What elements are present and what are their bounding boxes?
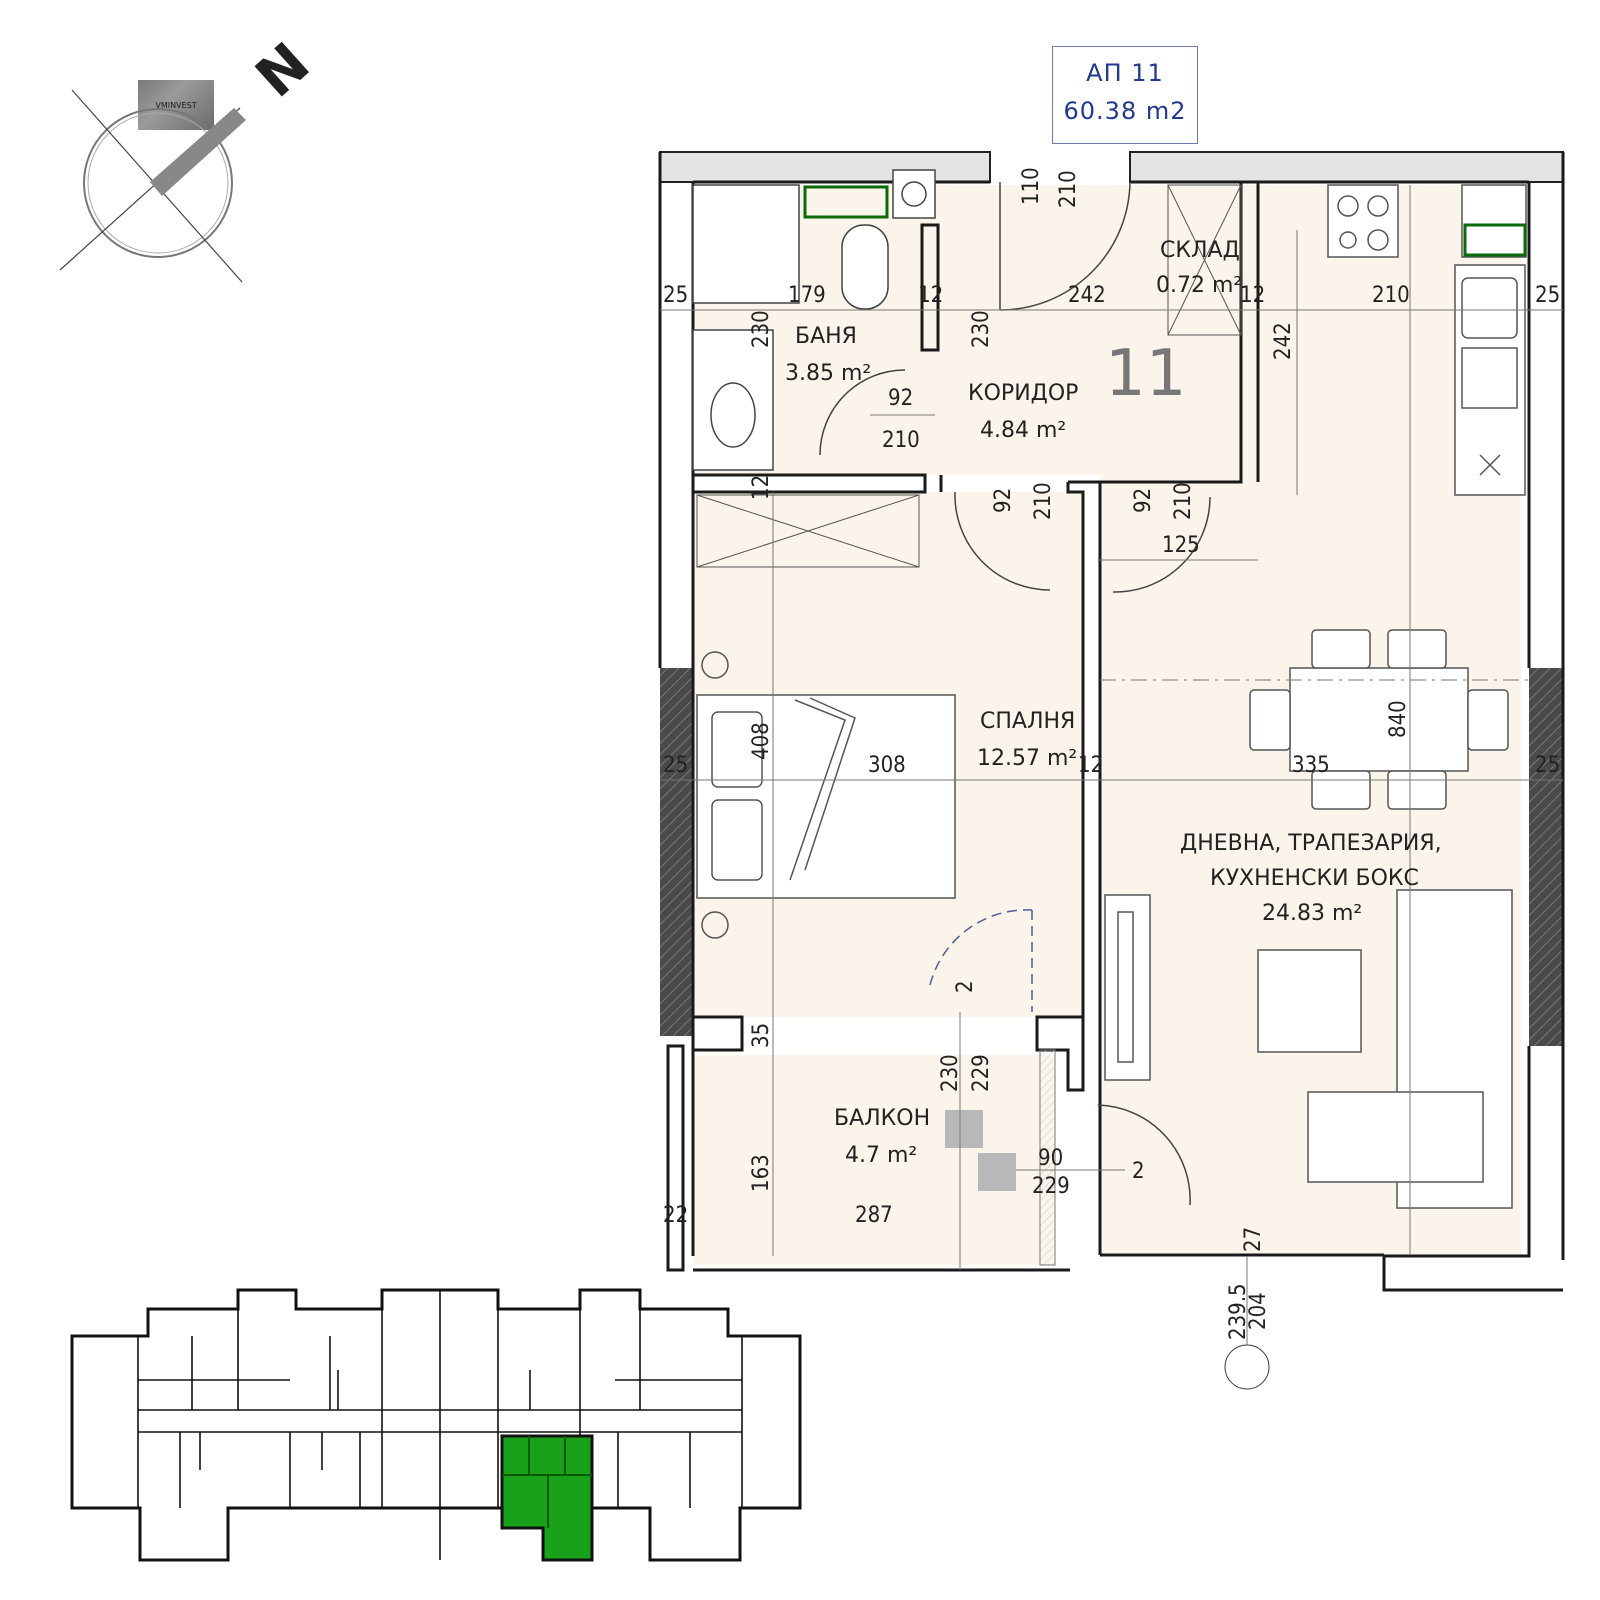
logo-text: VMINVEST <box>155 100 197 110</box>
dim-230-bath: 230 <box>749 310 774 348</box>
apartment-title-box: АП 11 60.38 m2 <box>1052 46 1198 144</box>
exterior-walls-hatched <box>659 151 1564 1046</box>
living-area: 24.83 m² <box>1262 901 1362 926</box>
corridor-name: КОРИДОР <box>968 381 1078 406</box>
walls <box>658 152 1565 1292</box>
dim-92-bath: 92 <box>888 386 913 411</box>
dim-210-kitchen: 210 <box>1372 283 1410 308</box>
unit-number: 11 <box>1105 337 1186 411</box>
dim-840: 840 <box>1386 700 1411 738</box>
north-letter: N <box>244 31 322 111</box>
dim-229-b: 229 <box>1032 1174 1070 1199</box>
sofa-and-tv <box>1104 889 1513 1209</box>
dim-239-5: 239.5 <box>1226 1283 1251 1340</box>
dim-242-v: 242 <box>1271 322 1296 360</box>
dim-308: 308 <box>868 753 906 778</box>
storage-area: 0.72 m² <box>1156 273 1242 298</box>
storage-name: СКЛАД <box>1160 238 1240 263</box>
dim-2-a: 2 <box>953 980 978 993</box>
wardrobe <box>696 494 920 568</box>
dimension-labels: 110 210 25 179 12 242 12 210 25 230 230 … <box>663 167 1560 1340</box>
dim-179: 179 <box>788 283 826 308</box>
vminvest-logo: VMINVEST <box>138 80 214 130</box>
balcony-elements <box>945 1049 1056 1266</box>
dim-25-a: 25 <box>663 283 688 308</box>
dim-204: 204 <box>1246 1292 1271 1330</box>
dim-210-liv: 210 <box>1171 482 1196 520</box>
living-name-line1: ДНЕВНА, ТРАПЕЗАРИЯ, <box>1180 831 1442 856</box>
living-name-line2: КУХНЕНСКИ БОКС <box>1210 866 1419 891</box>
dim-230-bal: 230 <box>938 1054 963 1092</box>
dim-12-a: 12 <box>918 283 943 308</box>
balcony-name: БАЛКОН <box>834 1106 930 1131</box>
dim-335: 335 <box>1292 753 1330 778</box>
dimension-lines <box>660 185 1563 1390</box>
apartment-area: 60.38 m2 <box>1063 97 1187 125</box>
dim-229-a: 229 <box>969 1054 994 1092</box>
dim-12-d: 12 <box>1078 753 1103 778</box>
dim-25-c: 25 <box>663 753 688 778</box>
corridor-area: 4.84 m² <box>980 418 1066 443</box>
room-labels: БАНЯ 3.85 m² КОРИДОР 4.84 m² СКЛАД 0.72 … <box>785 238 1442 1168</box>
dim-125: 125 <box>1162 533 1200 558</box>
bed <box>696 651 956 939</box>
dim-110: 110 <box>1019 167 1044 205</box>
north-compass-icon: N <box>59 31 322 283</box>
dim-210-top: 210 <box>1056 170 1081 208</box>
bathroom-area: 3.85 m² <box>785 361 871 386</box>
dim-92-bed: 92 <box>991 488 1016 513</box>
dim-90: 90 <box>1038 1146 1063 1171</box>
dim-408: 408 <box>749 722 774 760</box>
dim-210-bath: 210 <box>882 428 920 453</box>
dim-35: 35 <box>749 1023 774 1048</box>
dining-table <box>1249 629 1509 810</box>
dim-22: 22 <box>663 1203 688 1228</box>
bedroom-area: 12.57 m² <box>977 746 1077 771</box>
bathroom-fixtures <box>692 169 936 471</box>
kitchen-counter <box>1327 184 1527 496</box>
balcony-area: 4.7 m² <box>845 1143 917 1168</box>
dim-25-b: 25 <box>1535 283 1560 308</box>
dim-163: 163 <box>749 1154 774 1192</box>
bedroom-name: СПАЛНЯ <box>980 709 1075 734</box>
bathroom-name: БАНЯ <box>795 324 857 349</box>
dim-12-c: 12 <box>749 475 774 500</box>
dim-92-liv: 92 <box>1131 488 1156 513</box>
dim-25-d: 25 <box>1535 753 1560 778</box>
dim-242-h: 242 <box>1068 283 1106 308</box>
dim-210-bed: 210 <box>1031 482 1056 520</box>
apartment-label: АП 11 <box>1086 59 1164 87</box>
dim-230-corr: 230 <box>969 310 994 348</box>
dim-12-b: 12 <box>1240 283 1265 308</box>
building-key-plan <box>70 1288 802 1562</box>
dim-2-b: 2 <box>1132 1159 1145 1184</box>
dim-27: 27 <box>1241 1227 1266 1252</box>
door-swings <box>819 181 1211 1206</box>
dim-287: 287 <box>855 1203 893 1228</box>
